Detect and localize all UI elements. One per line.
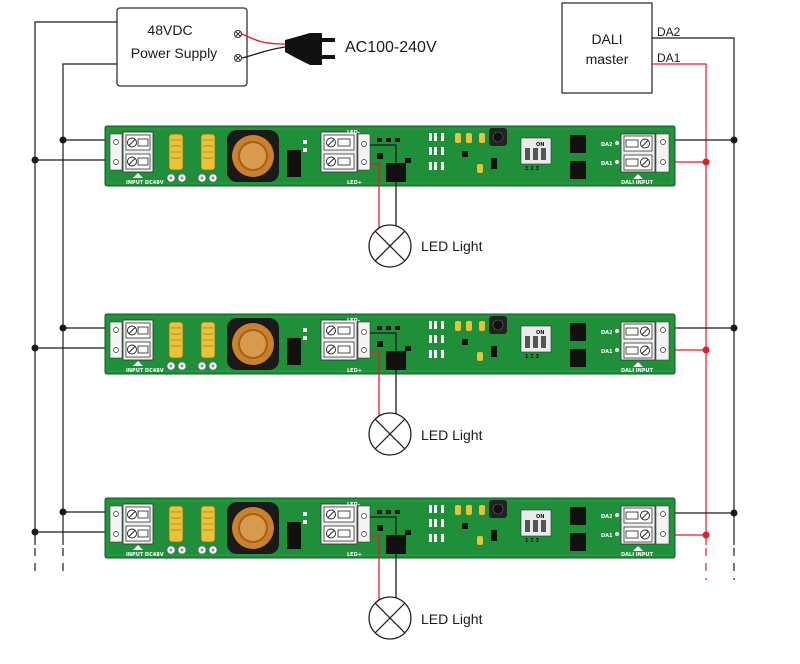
board2-pin-da2: DA2 <box>601 330 613 336</box>
board2-dip-on-label: ON <box>536 330 544 336</box>
output-terminal-icon <box>234 30 242 62</box>
power-supply: 48VDC Power Supply <box>116 7 248 87</box>
board1-led-plus-label: LED+ <box>347 180 362 186</box>
led-lamp-icon <box>368 596 412 640</box>
board1-pin-da1: DA1 <box>601 161 613 167</box>
led-output-wires <box>370 144 397 600</box>
board1-led-minus-label: LED- <box>347 130 360 136</box>
bus-label-da1: DA1 <box>657 51 681 65</box>
board3-dip-on-label: ON <box>536 514 544 520</box>
board2-dali-input-label: DALI INPUT <box>621 368 654 374</box>
board1-pin-da2: DA2 <box>601 142 613 148</box>
dali-bus-dashed <box>705 548 735 580</box>
board2-pin-da1: DA1 <box>601 349 613 355</box>
board3-led-minus-label: LED- <box>347 502 360 508</box>
supply-bus-wires <box>34 21 117 545</box>
led-light-2-label: LED Light <box>421 427 483 443</box>
dali-driver-board-3: INPUT DC48V LED- LED+ ON 1 2 3 DA2 DA1 D… <box>104 497 676 559</box>
dali-master: DALI master DA2 DA1 <box>561 2 681 94</box>
led-light-1-label: LED Light <box>421 238 483 254</box>
power-supply-line1: 48VDC <box>147 22 192 38</box>
dali-master-line1: DALI <box>591 31 622 47</box>
board1-dip-on-label: ON <box>536 142 544 148</box>
ac-input-label: AC100-240V <box>345 39 437 56</box>
board3-pin-da2: DA2 <box>601 514 613 520</box>
board1-dali-input-label: DALI INPUT <box>621 180 654 186</box>
board3-led-plus-label: LED+ <box>347 552 362 558</box>
bus-junction-dots <box>31 136 67 536</box>
board1-input-label: INPUT DC48V <box>126 180 164 186</box>
dali-bus-wires <box>652 37 735 545</box>
led-light-3-label: LED Light <box>421 611 483 627</box>
dali-driver-board-2: INPUT DC48V LED- LED+ ON 1 2 3 DA2 DA1 D… <box>104 313 676 375</box>
board3-input-label: INPUT DC48V <box>126 552 164 558</box>
ac-plug-icon <box>285 33 335 65</box>
dali-driver-board-1: INPUT DC48V LED- LED+ ON 1 2 3 DA2 DA1 D… <box>104 125 676 187</box>
board3-dip-numbers: 1 2 3 <box>525 538 539 544</box>
board1-dip-numbers: 1 2 3 <box>525 166 539 172</box>
ac-power-cord: AC100-240V <box>241 33 437 65</box>
board3-pin-da1: DA1 <box>601 533 613 539</box>
led-lamp-icon <box>368 224 412 268</box>
led-lamp-icon <box>368 412 412 456</box>
dali-master-line2: master <box>586 51 629 67</box>
board2-input-label: INPUT DC48V <box>126 368 164 374</box>
bus-label-da2: DA2 <box>657 25 681 39</box>
power-supply-line2: Power Supply <box>131 45 217 61</box>
board2-dip-numbers: 1 2 3 <box>525 354 539 360</box>
board2-led-minus-label: LED- <box>347 318 360 324</box>
led-light-3: LED Light <box>368 596 483 640</box>
led-light-1: LED Light <box>368 224 483 268</box>
output-ic-chips <box>386 163 406 554</box>
board3-dali-input-label: DALI INPUT <box>621 552 654 558</box>
supply-bus-dashed <box>34 548 64 572</box>
dali-junction-dots <box>702 136 738 539</box>
board2-led-plus-label: LED+ <box>347 368 362 374</box>
led-light-2: LED Light <box>368 412 483 456</box>
